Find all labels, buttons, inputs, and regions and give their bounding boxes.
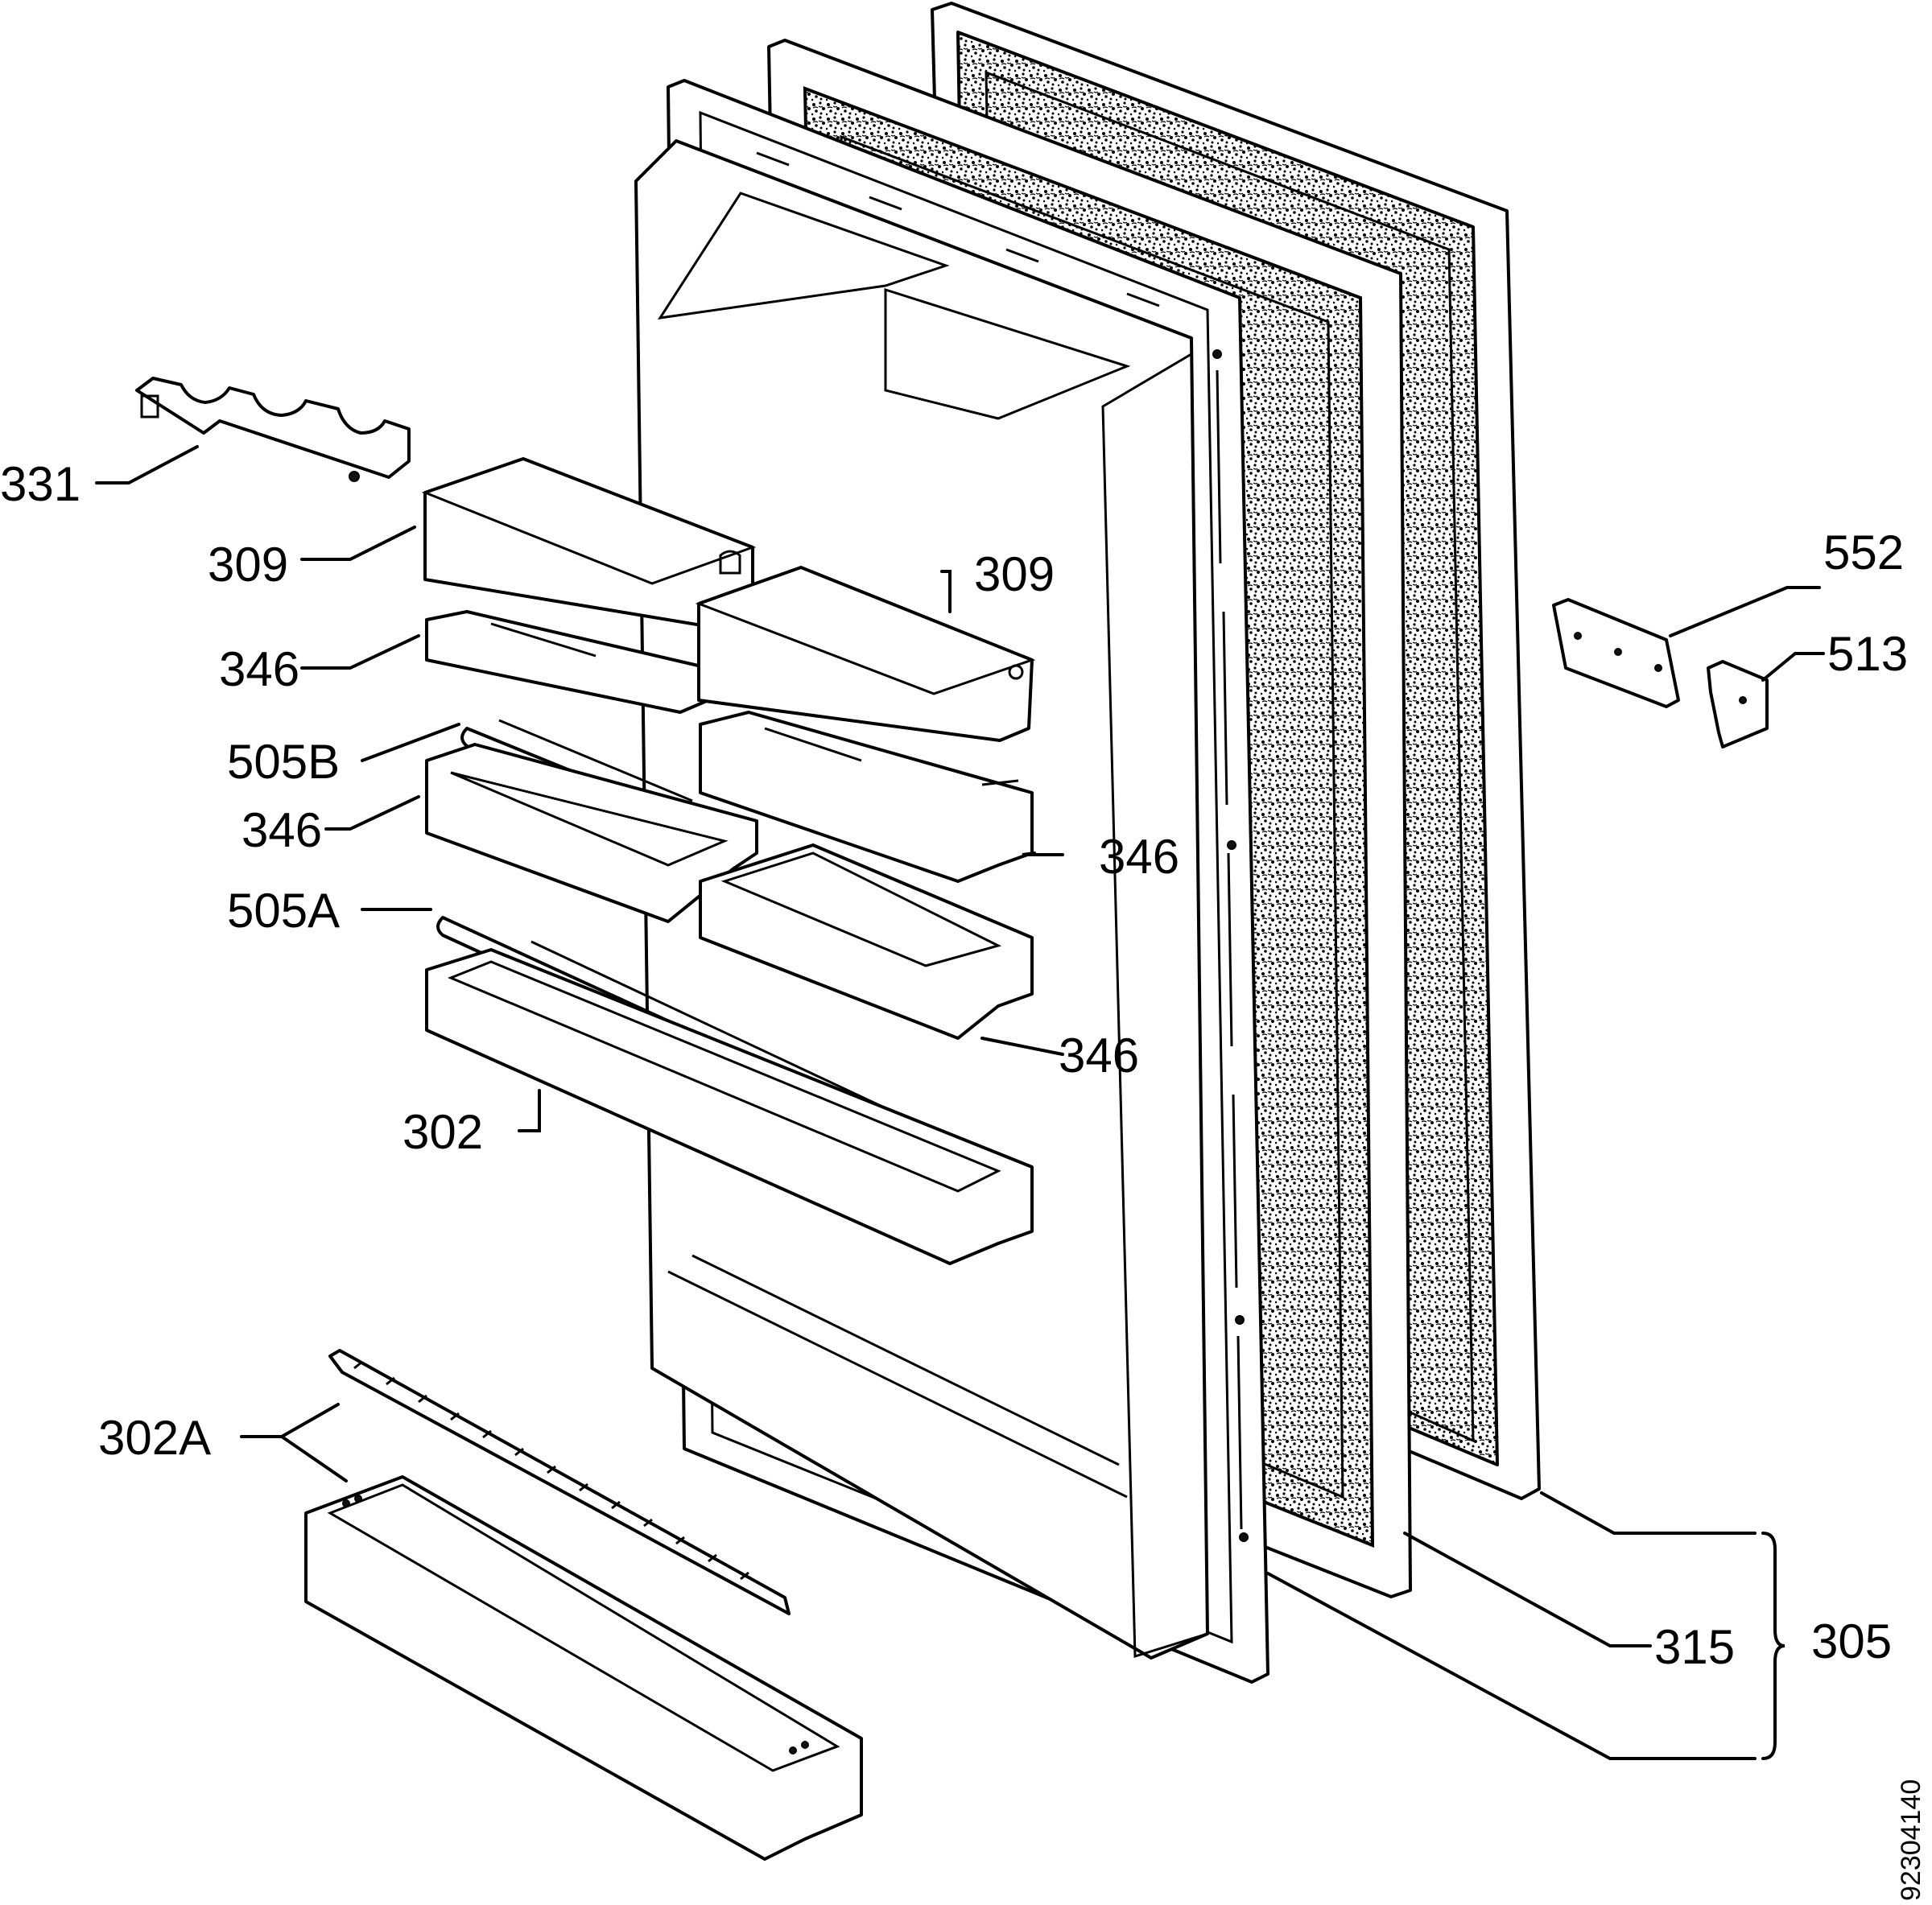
- part-309-shelf-box-right: [695, 566, 1036, 742]
- part-346-box-right-upper: [699, 711, 1034, 883]
- label-309-left: 309: [208, 538, 288, 592]
- label-309-right: 309: [974, 547, 1055, 601]
- figure-code: 92304140: [1896, 1779, 1926, 1901]
- label-346-a: 346: [219, 642, 299, 696]
- part-346-box-left-middle: [425, 743, 758, 923]
- part-513-bracket: [1707, 660, 1769, 748]
- part-552-plate: [1552, 598, 1680, 708]
- part-331-hinge-bracket: [135, 377, 411, 482]
- label-331: 331: [0, 457, 80, 511]
- part-labels: 331 309 309 346 505B 346 346 505A 346 30…: [0, 457, 1926, 1901]
- label-305: 305: [1811, 1614, 1892, 1668]
- label-505b: 505B: [227, 735, 340, 789]
- label-346-b: 346: [242, 803, 322, 857]
- label-505a: 505A: [227, 884, 340, 938]
- label-302: 302: [402, 1105, 483, 1159]
- label-302a: 302A: [98, 1411, 211, 1465]
- label-346-d: 346: [1059, 1029, 1139, 1082]
- label-346-c: 346: [1099, 830, 1179, 884]
- label-552: 552: [1823, 526, 1904, 579]
- part-302a-bottle-tray: [304, 1349, 863, 1861]
- part-302-long-tray: [425, 948, 1034, 1265]
- label-513: 513: [1827, 627, 1908, 681]
- label-315: 315: [1654, 1620, 1735, 1674]
- leader-lines: [95, 445, 1825, 1760]
- part-346-box-right-lower: [699, 843, 1034, 1040]
